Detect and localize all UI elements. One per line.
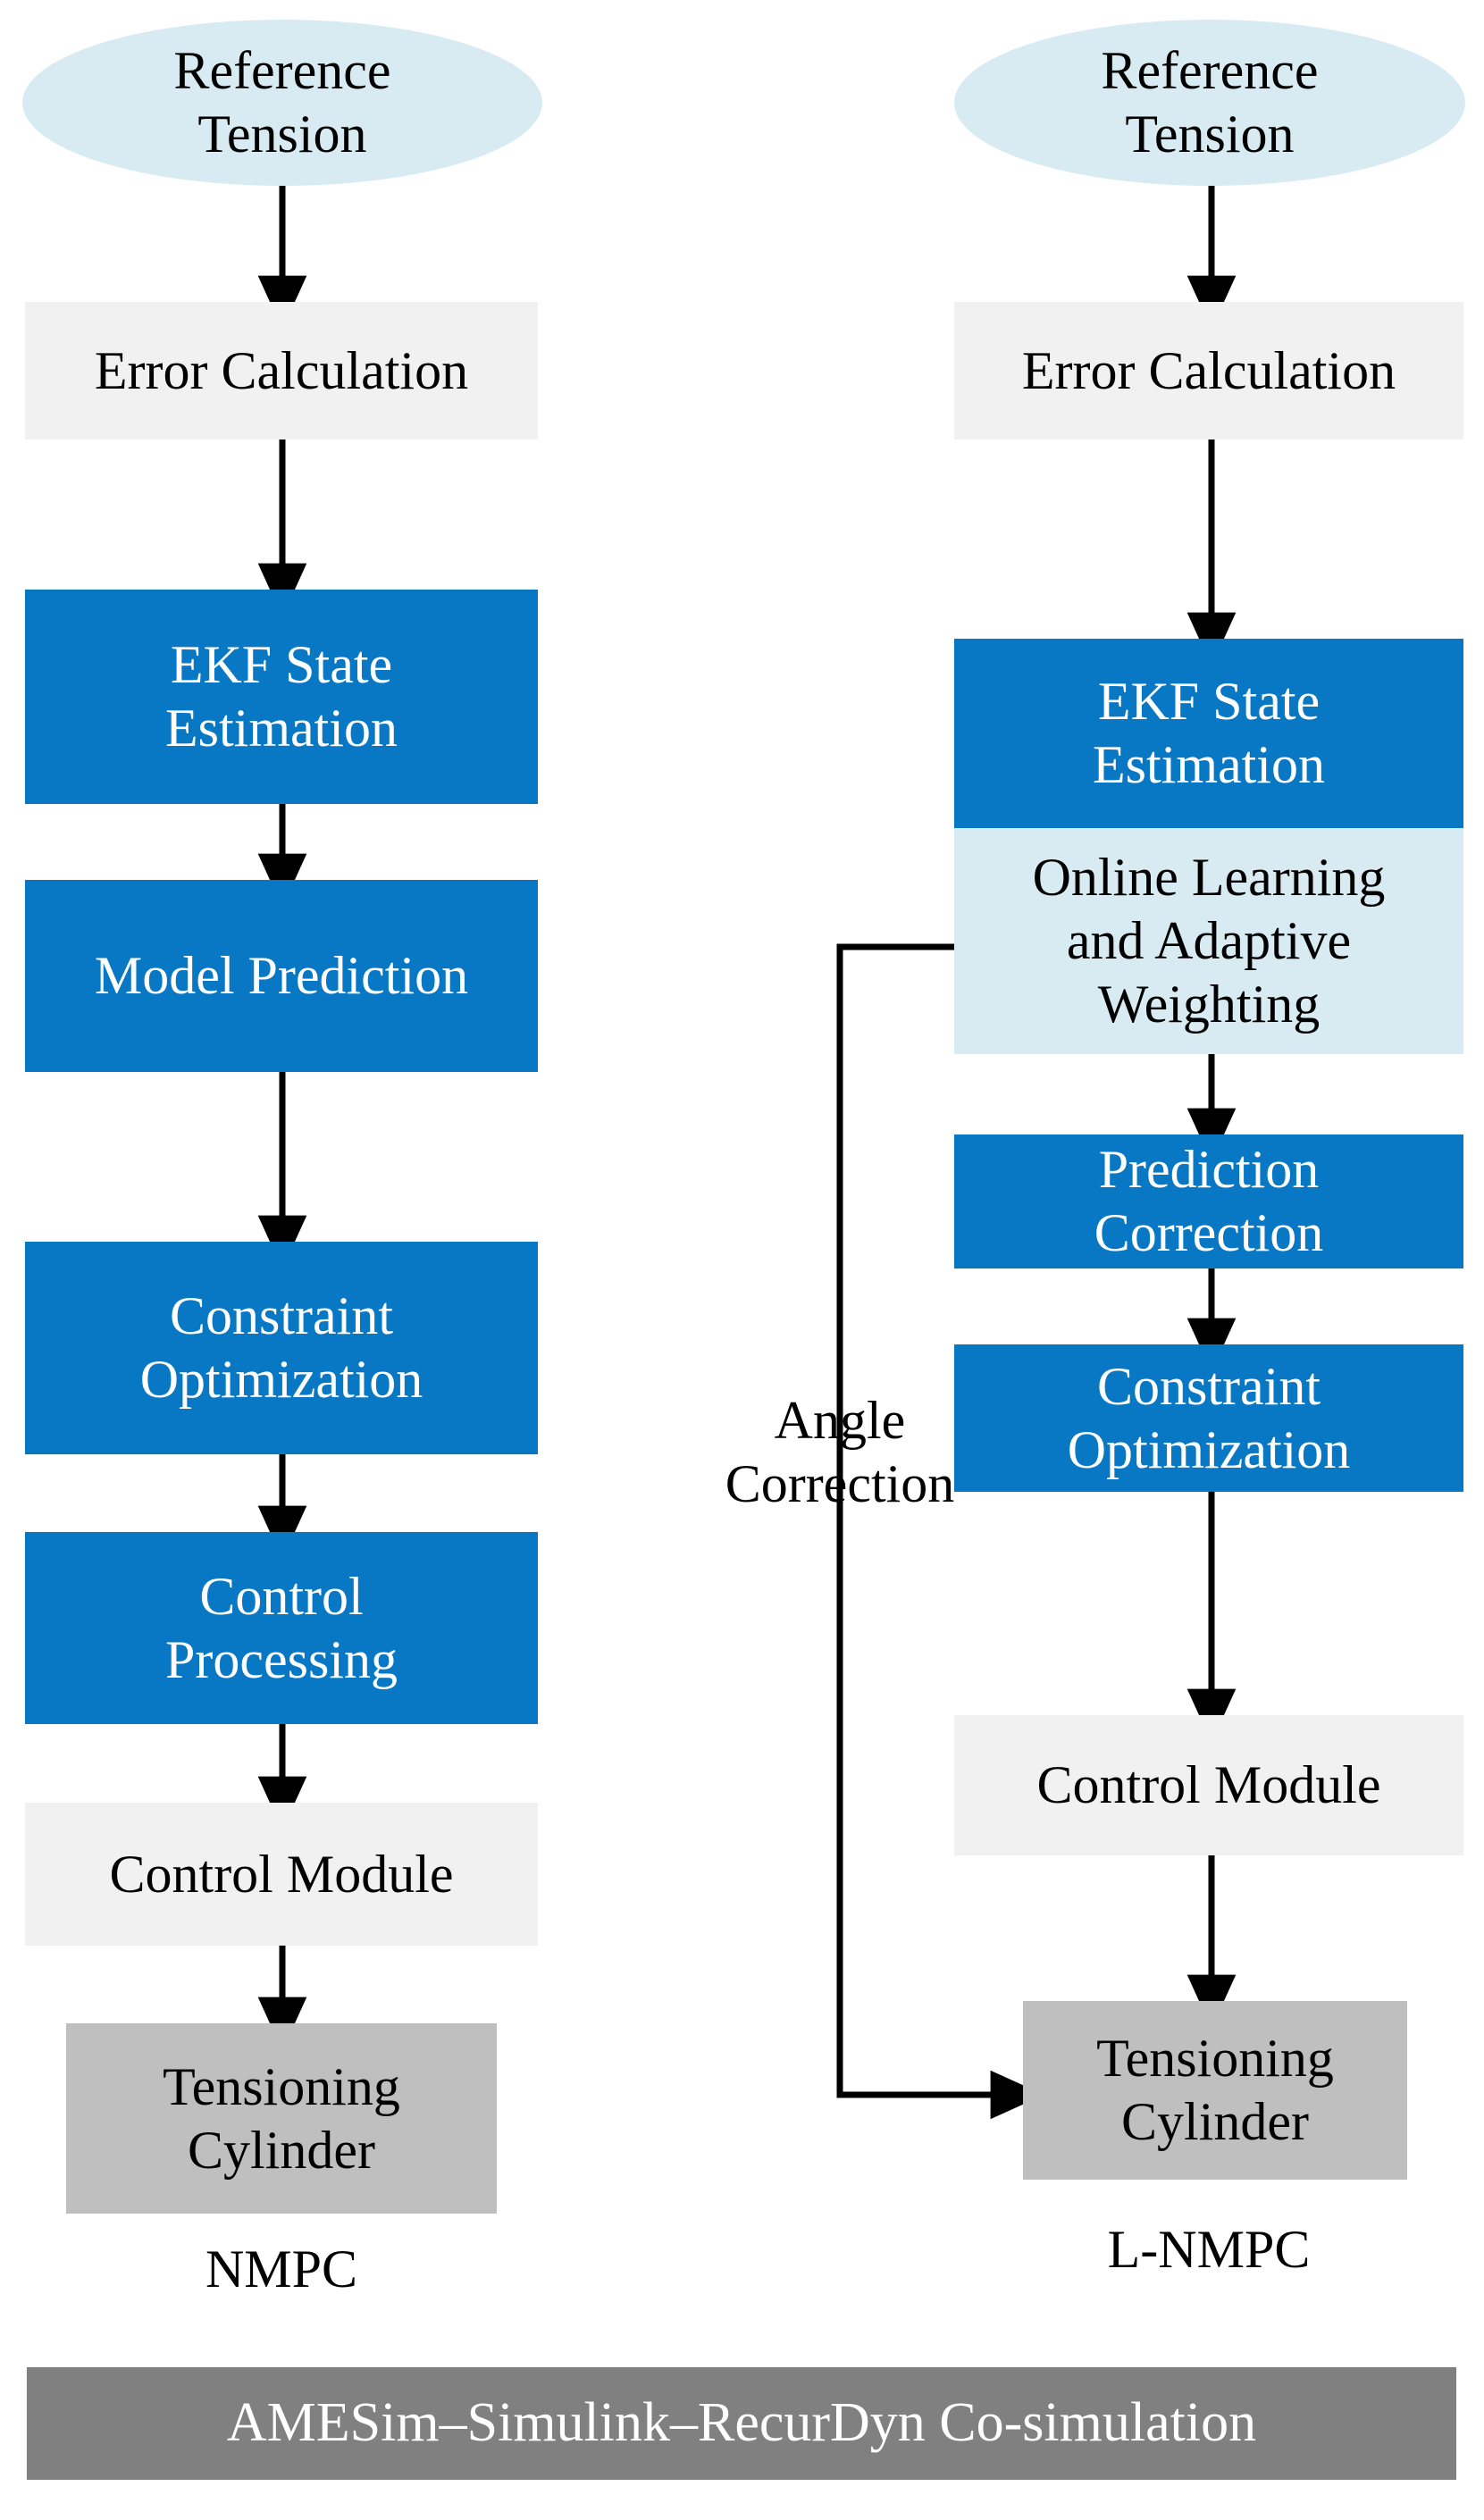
node-reference-tension-lnmpc[interactable]: Reference Tension	[954, 20, 1465, 186]
node-control-processing-nmpc[interactable]: Control Processing	[25, 1532, 538, 1724]
node-label: Constraint Optimization	[1067, 1356, 1351, 1479]
node-reference-tension-nmpc[interactable]: Reference Tension	[22, 20, 542, 186]
node-label: EKF State Estimation	[1093, 672, 1325, 794]
node-constraint-optimization-lnmpc[interactable]: Constraint Optimization	[954, 1344, 1463, 1492]
node-error-calculation-lnmpc[interactable]: Error Calculation	[954, 302, 1463, 440]
node-label: Online Learning and Adaptive Weighting	[1032, 848, 1386, 1034]
node-constraint-optimization-nmpc[interactable]: Constraint Optimization	[25, 1242, 538, 1454]
node-label: Constraint Optimization	[139, 1286, 423, 1409]
arrow-angle-correction-feedback	[836, 943, 1044, 2120]
node-label: Control Module	[109, 1844, 454, 1904]
caption-nmpc: NMPC	[205, 2240, 358, 2298]
node-label: EKF State Estimation	[165, 635, 398, 758]
node-label: Control Processing	[165, 1566, 398, 1689]
node-tensioning-cylinder-nmpc[interactable]: Tensioning Cylinder	[66, 2023, 497, 2214]
node-online-learning-adaptive-weighting[interactable]: Online Learning and Adaptive Weighting	[954, 828, 1463, 1054]
node-label: Error Calculation	[1021, 340, 1396, 400]
label-angle-correction: Angle Correction	[725, 1391, 955, 1513]
node-label: Reference Tension	[173, 41, 391, 163]
node-ekf-state-estimation-lnmpc[interactable]: EKF State Estimation	[954, 639, 1463, 828]
node-label: Tensioning Cylinder	[163, 2056, 400, 2180]
node-ekf-state-estimation-nmpc[interactable]: EKF State Estimation	[25, 590, 538, 804]
caption-lnmpc: L-NMPC	[1107, 2220, 1311, 2279]
node-label: Error Calculation	[94, 340, 469, 400]
node-label: Control Module	[1036, 1755, 1381, 1815]
node-label: Prediction Correction	[1094, 1140, 1324, 1262]
node-control-module-lnmpc[interactable]: Control Module	[954, 1715, 1463, 1855]
node-tensioning-cylinder-lnmpc[interactable]: Tensioning Cylinder	[1023, 2001, 1407, 2180]
node-model-prediction-nmpc[interactable]: Model Prediction	[25, 880, 538, 1072]
footer-label: AMESim–Simulink–RecurDyn Co-simulation	[226, 2392, 1257, 2454]
node-prediction-correction-lnmpc[interactable]: Prediction Correction	[954, 1134, 1463, 1268]
footer-co-simulation-bar[interactable]: AMESim–Simulink–RecurDyn Co-simulation	[27, 2367, 1456, 2480]
node-label: Tensioning Cylinder	[1096, 2029, 1334, 2151]
node-control-module-nmpc[interactable]: Control Module	[25, 1803, 538, 1946]
node-label: Model Prediction	[94, 946, 469, 1006]
node-label: Reference Tension	[1101, 41, 1319, 163]
node-error-calculation-nmpc[interactable]: Error Calculation	[25, 302, 538, 440]
